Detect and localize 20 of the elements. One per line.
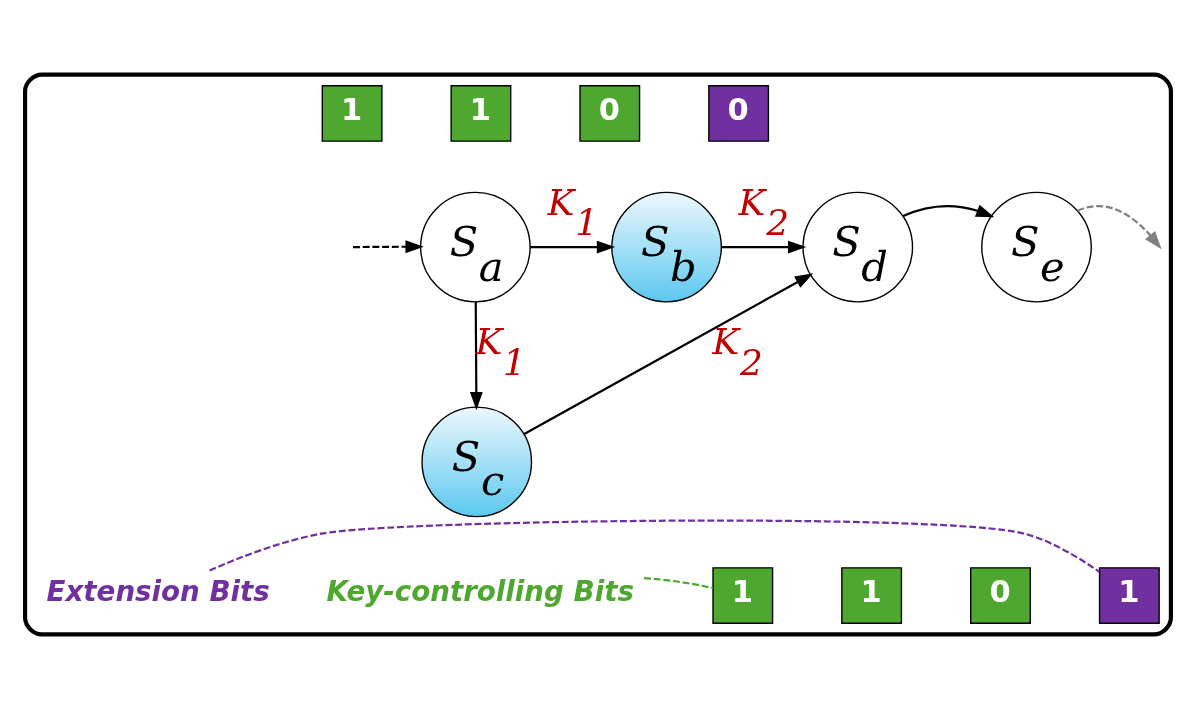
node-text: Key-controlling Bits (326, 574, 634, 608)
arrow (523, 272, 814, 435)
arrow (353, 239, 424, 253)
connector (644, 576, 713, 589)
node-box: 1 (450, 84, 512, 142)
node-box: 0 (579, 84, 641, 142)
node-box: 1 (1098, 566, 1160, 624)
node-box: 1 (321, 84, 383, 142)
node-box: 1 (841, 566, 903, 624)
arrow (902, 204, 995, 217)
node-box: 0 (708, 84, 770, 142)
node-box: 0 (970, 566, 1031, 624)
arrow (530, 240, 616, 254)
arrow (1077, 204, 1162, 249)
cluster (23, 72, 1173, 636)
node-box: 1 (712, 566, 774, 624)
arrow (721, 240, 807, 254)
node-text: Extension Bits (46, 574, 270, 608)
connector (209, 519, 1100, 573)
arrow (469, 301, 483, 410)
